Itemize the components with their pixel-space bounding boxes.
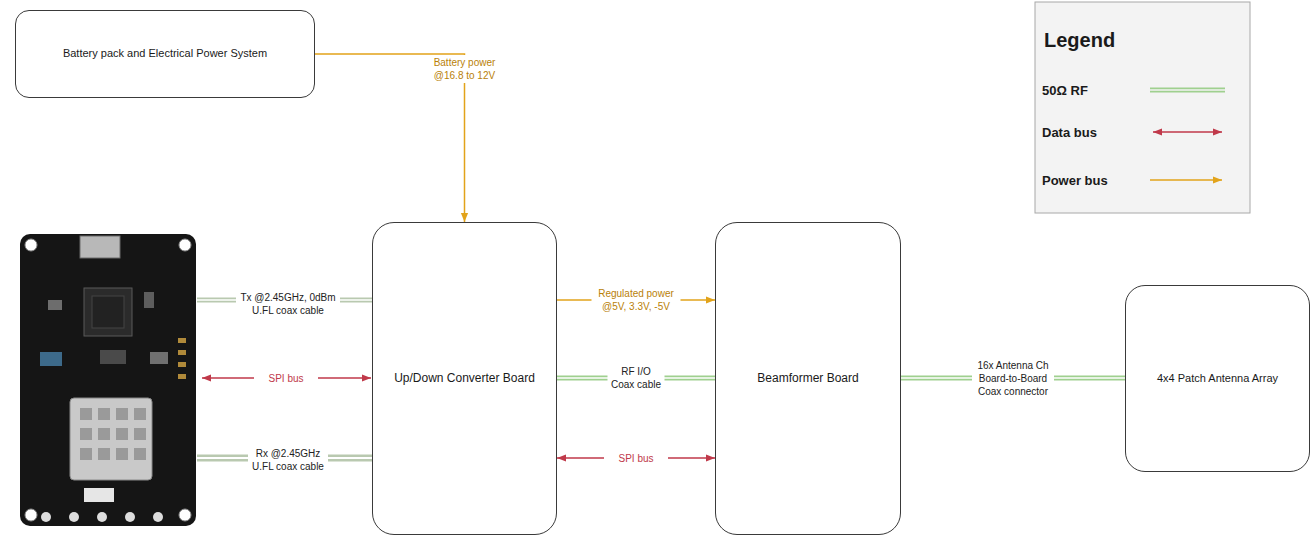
component [84, 488, 114, 502]
component [144, 292, 154, 308]
board-box: Beamformer Board [715, 222, 901, 535]
header-pin [178, 374, 186, 379]
connector-label: SPI bus [604, 451, 668, 466]
connector-label: Battery power @16.8 to 12V [428, 55, 502, 83]
sd-slot [80, 236, 120, 258]
legend-text: Power bus [1042, 173, 1108, 188]
wire-label: SPI bus [254, 371, 318, 386]
module-pad [134, 448, 146, 460]
component [48, 300, 62, 310]
module-pad [80, 448, 92, 460]
edge-pad [41, 512, 51, 522]
header-pin [178, 362, 186, 367]
module-pad [116, 448, 128, 460]
main-chip [84, 288, 132, 336]
component [100, 350, 126, 364]
module-pad [134, 408, 146, 420]
module-pads [80, 408, 146, 460]
board-box: Up/Down Converter Board [372, 222, 557, 535]
power-bus-sample [1150, 179, 1222, 181]
legend-text: 50Ω RF [1042, 83, 1088, 98]
legend-title: Legend [1042, 26, 1117, 54]
chip-die [92, 296, 124, 328]
data-bus-sample [1153, 131, 1222, 133]
pcb-body [20, 234, 196, 526]
header-pin [178, 338, 186, 343]
legend-text: Data bus [1042, 125, 1097, 140]
board-name: 4x4 Patch Antenna Array [1157, 372, 1278, 386]
module-pad [134, 428, 146, 440]
mount-hole [179, 239, 191, 251]
component [40, 352, 62, 366]
edge-pad [97, 512, 107, 522]
mount-hole [25, 239, 37, 251]
module-pad [98, 448, 110, 460]
connector-label: Regulated power @5V, 3.3V, -5V [592, 286, 681, 314]
board-name: Beamformer Board [757, 371, 858, 386]
module-pad [98, 428, 110, 440]
rf-line-sample-gap [1150, 89, 1225, 91]
module-pad [116, 408, 128, 420]
header-pin [178, 350, 186, 355]
module-pad [116, 428, 128, 440]
rf-module [70, 398, 152, 480]
wire-label: Tx @2.45GHz, 0dBm U.FL coax cable [236, 290, 340, 318]
mount-hole [179, 509, 191, 521]
edge-pad [125, 512, 135, 522]
rf-line-sample [1150, 88, 1225, 93]
board-name: Up/Down Converter Board [394, 371, 535, 386]
module-pad [80, 428, 92, 440]
component [150, 352, 168, 364]
edge-pad [153, 512, 163, 522]
mount-hole [25, 509, 37, 521]
board-box: Battery pack and Electrical Power System [15, 10, 315, 98]
board-box: 4x4 Patch Antenna Array [1125, 285, 1310, 472]
connector-label: RF I/O Coax cable [608, 364, 665, 392]
wire-label: Rx @2.45GHz U.FL coax cable [248, 446, 328, 474]
legend-panel [1035, 2, 1250, 213]
connector-label: 16x Antenna Ch Board-to-Board Coax conne… [972, 358, 1054, 399]
module-pad [98, 408, 110, 420]
board-name: Battery pack and Electrical Power System [63, 47, 267, 61]
module-pad [80, 408, 92, 420]
pcb-photo [20, 234, 196, 526]
edge-pad [69, 512, 79, 522]
